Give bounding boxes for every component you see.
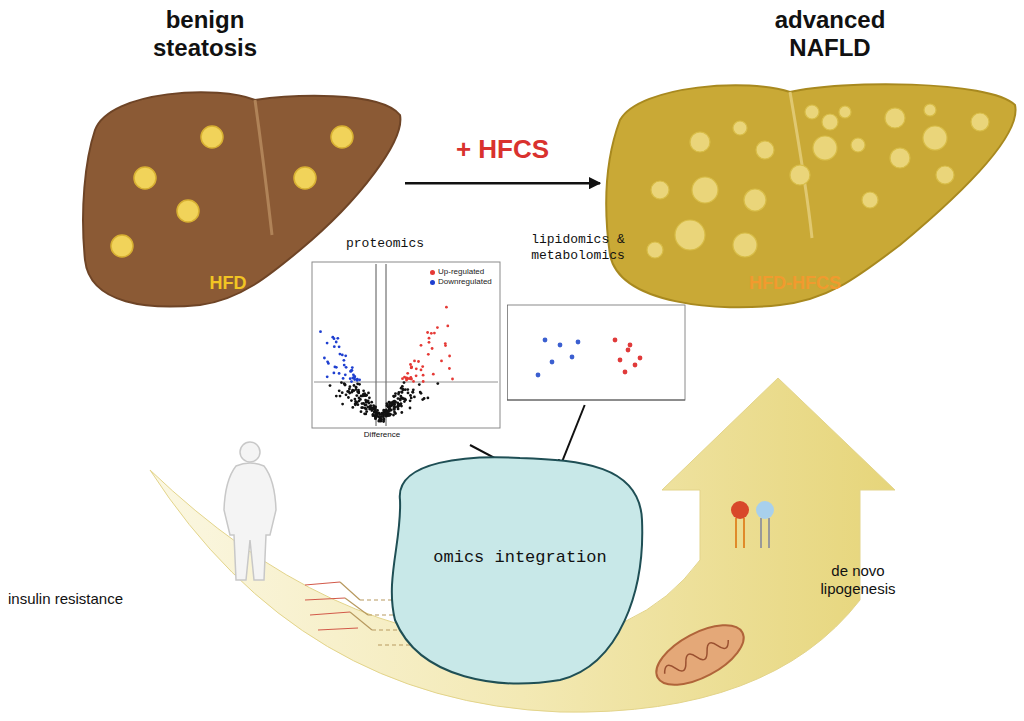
legend-row: Downregulated bbox=[430, 277, 492, 287]
liver-advanced: advanced NAFLD HFD-HFCS bbox=[600, 0, 1022, 312]
connector-arrow bbox=[405, 182, 600, 185]
axis-label: Difference bbox=[360, 430, 404, 440]
omics-blob: omics integration bbox=[385, 455, 645, 685]
legend-swatch bbox=[430, 270, 435, 275]
diet-label: HFD bbox=[198, 272, 258, 294]
plot-legend: Up-regulatedDownregulated bbox=[430, 267, 492, 287]
diet-label: HFD-HFCS bbox=[735, 272, 855, 294]
connector-arrow bbox=[559, 405, 585, 469]
node-label: omics integration bbox=[410, 548, 630, 568]
plot-title: lipidomics & metabolomics bbox=[518, 232, 638, 264]
legend-row: Up-regulated bbox=[430, 267, 492, 277]
process-label: insulin resistance bbox=[8, 590, 188, 608]
progression-swoosh bbox=[150, 378, 895, 712]
volcano-plot: proteomics bbox=[305, 232, 505, 445]
process-label: de novo lipogenesis bbox=[808, 562, 908, 598]
node-heading: advanced NAFLD bbox=[755, 6, 905, 62]
legend-text: Downregulated bbox=[438, 277, 492, 287]
edge-label: + HFCS bbox=[453, 134, 552, 164]
lipid-icons bbox=[731, 501, 774, 548]
legend-text: Up-regulated bbox=[438, 267, 484, 277]
pca-plot: lipidomics & metabolomics bbox=[507, 228, 692, 405]
node-heading: benign steatosis bbox=[130, 6, 280, 62]
omics-blob-drawing bbox=[385, 455, 645, 685]
volcano-plot-drawing bbox=[305, 232, 505, 445]
plot-title: proteomics bbox=[305, 236, 465, 252]
person-silhouette bbox=[224, 442, 276, 580]
mitochondrion bbox=[647, 613, 752, 697]
legend-swatch bbox=[430, 280, 435, 285]
